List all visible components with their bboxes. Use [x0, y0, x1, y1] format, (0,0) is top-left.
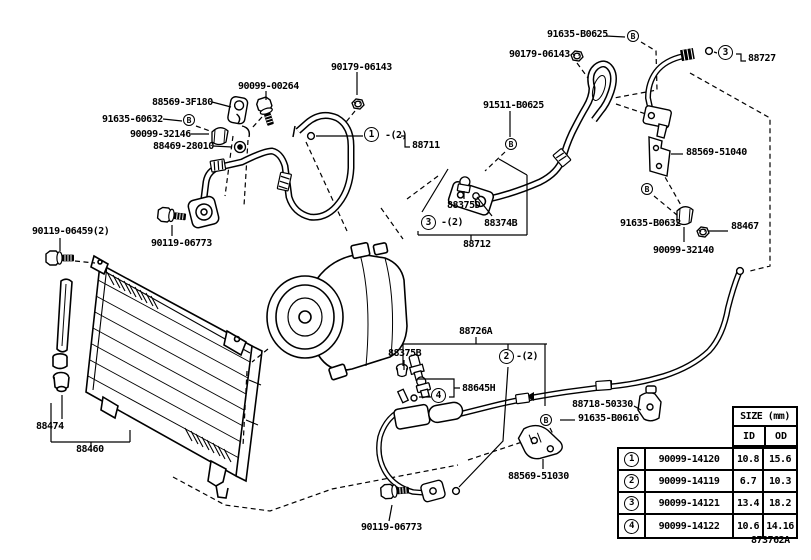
part-label-90099-00264: 90099-00264: [238, 81, 299, 92]
part-label-88569-51030: 88569-51030: [508, 471, 569, 482]
row-callout-4: 4: [624, 518, 639, 534]
dashed-leader-lines: [74, 41, 771, 512]
callout-circle-b2: B: [627, 30, 639, 42]
condenser-drawing: [52, 254, 263, 499]
callout-circle-1: 1: [364, 127, 379, 142]
callout-circle-4: 4: [431, 388, 446, 403]
part-label-88569-51040: 88569-51040: [686, 147, 747, 158]
hose-88712: [489, 64, 614, 199]
part-label-90119-06773-upper: 90119-06773: [151, 238, 212, 249]
part-label-88469-28010: 88469-28010: [153, 141, 214, 152]
part-label-90099-32140: 90099-32140: [653, 245, 714, 256]
row-part-number: 90099-14121: [646, 493, 734, 513]
part-label-90179-06143-left: 90179-06143: [331, 62, 392, 73]
row-od-value: 15.6: [768, 453, 792, 465]
row-part-number: 90099-14119: [646, 471, 734, 491]
brackets-clamps: [227, 96, 671, 460]
size-table-header: SIZE (mm) ID OD: [732, 406, 798, 447]
part-label-88718-50330: 88718-50330: [572, 399, 633, 410]
size-table-body: 1 90099-14120 10.8 15.6 2 90099-14119 6.…: [617, 447, 798, 539]
part-label-88460: 88460: [76, 444, 104, 455]
row-callout-1: 1: [624, 451, 639, 467]
table-row: 1 90099-14120 10.8 15.6: [619, 449, 796, 471]
part-label-88727: 88727: [748, 53, 776, 64]
size-col-id: ID: [734, 427, 766, 445]
qty-note-88711: -(2): [385, 130, 408, 141]
small-parts: [211, 127, 694, 399]
row-part-number: 90099-14120: [646, 449, 734, 469]
part-label-88645H: 88645H: [462, 383, 496, 394]
table-row: 2 90099-14119 6.7 10.3: [619, 471, 796, 493]
part-label-88375B: 88375B: [388, 348, 422, 359]
size-col-od: OD: [774, 430, 788, 442]
callout-circle-b3: B: [505, 138, 517, 150]
callout-circle-2: 2: [499, 349, 514, 364]
part-label-90119-06773-lower: 90119-06773: [361, 522, 422, 533]
row-callout-2: 2: [624, 473, 639, 489]
row-od-value: 10.3: [768, 475, 792, 487]
row-id-value: 10.6: [734, 515, 764, 537]
callout-circle-b4: B: [641, 183, 653, 195]
part-label-88474: 88474: [36, 421, 64, 432]
tube-88726a: [379, 388, 464, 503]
part-label-90179-06143-right: 90179-06143: [509, 49, 570, 60]
size-table: SIZE (mm) ID OD 1 90099-14120 10.8 15.6 …: [617, 406, 801, 539]
qty-note-88712: -(2): [441, 217, 464, 228]
row-id-value: 10.8: [734, 449, 764, 469]
part-label-88374B: 88374B: [484, 218, 518, 229]
qty-note-88726A: -(2): [516, 351, 539, 362]
hose-88711: [203, 115, 351, 217]
size-header-title: SIZE (mm): [734, 408, 796, 427]
crimp-collars: [209, 148, 612, 405]
part-label-88569-3F180: 88569-3F180: [152, 97, 213, 108]
part-label-91635-B0632: 91635-B0632: [620, 218, 681, 229]
fittings: [187, 180, 495, 229]
figure-code: 873762A: [751, 535, 790, 546]
row-callout-3: 3: [624, 495, 639, 511]
part-label-91635-B0625: 91635-B0625: [547, 29, 608, 40]
row-od-value: 14.16: [766, 520, 794, 532]
part-label-88726A: 88726A: [459, 326, 493, 337]
part-label-90099-32146: 90099-32146: [130, 129, 191, 140]
part-label-91511-B0625: 91511-B0625: [483, 100, 544, 111]
callout-circle-b5: B: [540, 414, 552, 426]
part-label-88467: 88467: [731, 221, 759, 232]
row-id-value: 6.7: [734, 471, 764, 491]
o-rings: [306, 46, 745, 496]
callout-circle-3a: 3: [421, 215, 436, 230]
part-label-90119-06459: 90119-06459(2): [32, 226, 110, 237]
callout-circle-3b: 3: [718, 45, 733, 60]
row-part-number: 90099-14122: [646, 515, 734, 537]
leader-lines: [50, 35, 746, 522]
part-label-88712: 88712: [463, 239, 491, 250]
pipe-88727: [642, 48, 695, 129]
part-label-91635-B0616: 91635-B0616: [578, 413, 639, 424]
row-od-value: 18.2: [768, 497, 792, 509]
callout-circle-b1: B: [183, 114, 195, 126]
part-label-88711: 88711: [412, 140, 440, 151]
part-label-91635-60632: 91635-60632: [102, 114, 163, 125]
compressor-drawing: [266, 241, 408, 381]
row-id-value: 13.4: [734, 493, 764, 513]
table-row: 3 90099-14121 13.4 18.2: [619, 493, 796, 515]
table-row: 4 90099-14122 10.6 14.16: [619, 515, 796, 537]
part-label-88375D: 88375D: [447, 200, 481, 211]
